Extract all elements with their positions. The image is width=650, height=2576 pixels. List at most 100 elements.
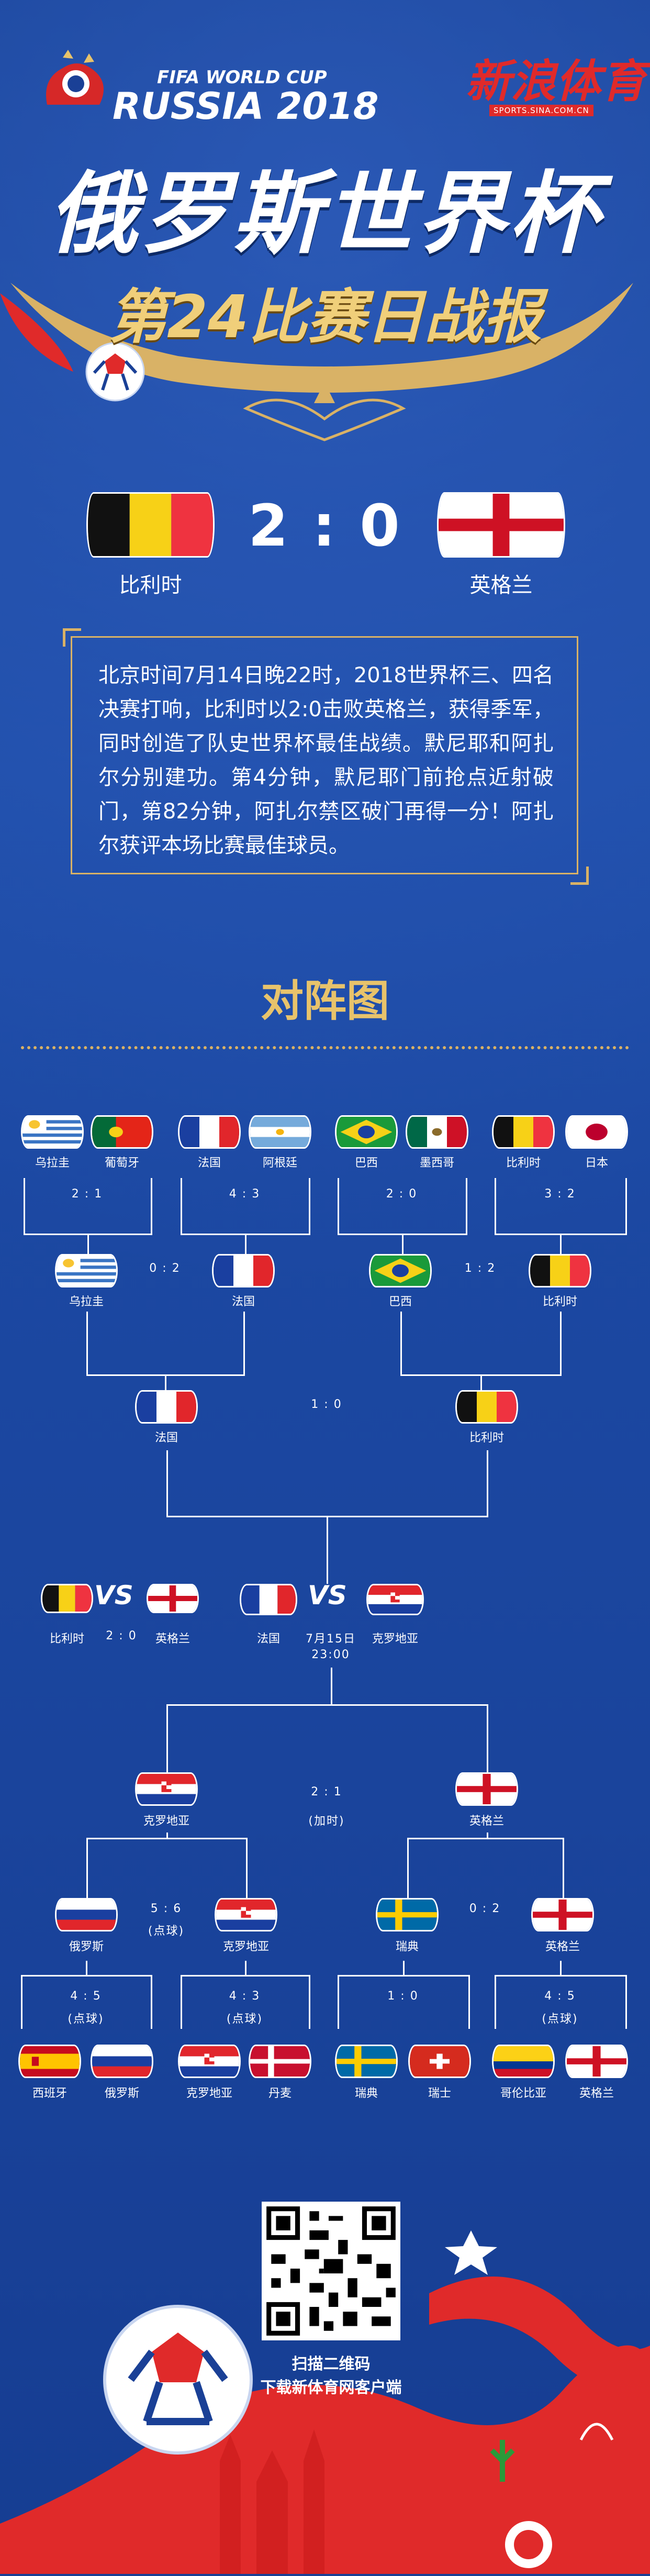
match-note-label: (点球) bbox=[542, 2013, 578, 2026]
match-score-label: 2 : 1 bbox=[311, 1785, 342, 1798]
team-label: 俄罗斯 bbox=[104, 2087, 139, 2100]
team-label: 西班牙 bbox=[32, 2087, 67, 2100]
bracket-line bbox=[466, 1178, 467, 1234]
match-score-label: 1 : 0 bbox=[387, 1990, 419, 2003]
bracket-line bbox=[487, 1450, 488, 1516]
page-subtitle: 第24比赛日战报 bbox=[108, 283, 542, 351]
bracket-line bbox=[246, 1838, 248, 1898]
match-score-label: 4 : 3 bbox=[229, 1187, 261, 1201]
bracket-line bbox=[166, 1704, 168, 1772]
team-label: 克罗地亚 bbox=[222, 1940, 269, 1953]
flag-belgium-icon bbox=[86, 492, 215, 558]
match-note-label: (点球) bbox=[148, 1925, 185, 1938]
bracket-line bbox=[151, 1178, 152, 1234]
flag-russia-icon bbox=[55, 1898, 118, 1931]
flag-england-icon bbox=[437, 492, 565, 558]
bracket-line bbox=[560, 1961, 562, 1975]
bracket-line bbox=[407, 1838, 564, 1839]
team-label: 法国 bbox=[154, 1431, 178, 1445]
bracket-line bbox=[331, 1668, 332, 1704]
bracket-line bbox=[407, 1838, 409, 1898]
match-note-label: (加时) bbox=[308, 1815, 345, 1828]
match-score-label: 0 : 2 bbox=[149, 1262, 181, 1275]
team-label: 瑞士 bbox=[428, 2087, 451, 2100]
match-score-label: 2 : 0 bbox=[106, 1629, 137, 1642]
flag-mexico-icon bbox=[406, 1115, 468, 1149]
flag-england-icon bbox=[531, 1898, 594, 1931]
bracket-line bbox=[487, 1833, 488, 1838]
bracket-line bbox=[181, 1975, 310, 1977]
flag-sweden-icon bbox=[376, 1898, 439, 1931]
bracket-line bbox=[21, 1975, 152, 1977]
bracket-line bbox=[563, 1838, 564, 1898]
flag-japan-icon bbox=[565, 1115, 628, 1149]
team-label: 克罗地亚 bbox=[186, 2087, 232, 2100]
team-label: 乌拉圭 bbox=[69, 1295, 104, 1308]
bracket-line bbox=[151, 1975, 152, 2029]
team-label: 英格兰 bbox=[155, 1633, 190, 1646]
bracket-line bbox=[86, 1312, 88, 1374]
team-label: 日本 bbox=[585, 1157, 608, 1170]
world-cup-ball-icon bbox=[84, 340, 147, 403]
bracket-line bbox=[338, 1975, 470, 1977]
flag-uruguay-icon bbox=[55, 1254, 118, 1287]
bracket-line bbox=[338, 1178, 339, 1234]
flag-croatia-icon bbox=[215, 1898, 277, 1931]
team-label: 巴西 bbox=[354, 1157, 378, 1170]
team-label: 比利时 bbox=[49, 1633, 84, 1646]
sina-sports-logo: 新浪体育 bbox=[466, 55, 646, 108]
bracket-line bbox=[487, 1704, 488, 1772]
bracket-line bbox=[86, 1838, 88, 1898]
flag-england-icon bbox=[565, 2045, 628, 2078]
bracket-line bbox=[24, 1178, 25, 1234]
final-date: 7月15日 bbox=[306, 1633, 356, 1646]
team-label: 丹麦 bbox=[268, 2087, 292, 2100]
team-label: 瑞典 bbox=[395, 1940, 419, 1953]
team-label: 英格兰 bbox=[469, 1815, 504, 1828]
bracket-line bbox=[560, 1234, 562, 1254]
bracket-line bbox=[495, 1975, 496, 2029]
bracket-line bbox=[166, 1450, 168, 1516]
vs-label: VS bbox=[94, 1580, 133, 1611]
flag-croatia-icon bbox=[366, 1584, 424, 1615]
bracket-line bbox=[309, 1178, 310, 1234]
subtitle-ribbon bbox=[0, 246, 650, 445]
bracket-line bbox=[87, 1234, 89, 1254]
bracket-line bbox=[244, 1961, 246, 1975]
match-note-label: (点球) bbox=[68, 2013, 104, 2026]
summary-corner-ornament bbox=[63, 628, 81, 647]
fifa-logo-icon bbox=[31, 47, 120, 120]
team-label: 法国 bbox=[197, 1157, 221, 1170]
flag-argentina-icon bbox=[249, 1115, 311, 1149]
team-label: 巴西 bbox=[388, 1295, 412, 1308]
match-score-label: 4 : 5 bbox=[70, 1990, 102, 2003]
bracket-line bbox=[625, 1178, 627, 1234]
qr-code[interactable] bbox=[262, 2202, 400, 2340]
flag-croatia-icon bbox=[135, 1772, 198, 1806]
footer-decoration bbox=[0, 2189, 650, 2576]
bracket-line bbox=[401, 1234, 404, 1254]
bracket-line bbox=[166, 1704, 488, 1706]
flag-england-icon bbox=[147, 1584, 199, 1613]
match-score-label: 2 : 1 bbox=[71, 1187, 103, 1201]
match-score-label: 4 : 5 bbox=[544, 1990, 576, 2003]
match-score-label: 1 : 0 bbox=[311, 1398, 342, 1411]
bracket-line bbox=[86, 1838, 248, 1839]
bracket-line bbox=[327, 1516, 328, 1584]
flag-france-icon bbox=[240, 1584, 297, 1615]
match-score-label: 4 : 3 bbox=[229, 1990, 261, 2003]
final-time: 23:00 bbox=[311, 1648, 350, 1661]
match-score-label: 5 : 6 bbox=[150, 1902, 182, 1915]
team-label: 克罗地亚 bbox=[372, 1633, 418, 1646]
flag-brazil-icon bbox=[369, 1254, 432, 1287]
flag-portugal-icon bbox=[91, 1115, 153, 1149]
bracket-line bbox=[495, 1975, 627, 1977]
flag-switzerland-icon bbox=[408, 2045, 471, 2078]
bracket-line bbox=[309, 1975, 310, 2029]
bracket-line bbox=[400, 1312, 402, 1374]
world-cup-ball-large-icon bbox=[102, 2304, 254, 2456]
match-note-label: (点球) bbox=[226, 2013, 263, 2026]
flag-uruguay-icon bbox=[21, 1115, 84, 1149]
team-label: 比利时 bbox=[506, 1157, 541, 1170]
